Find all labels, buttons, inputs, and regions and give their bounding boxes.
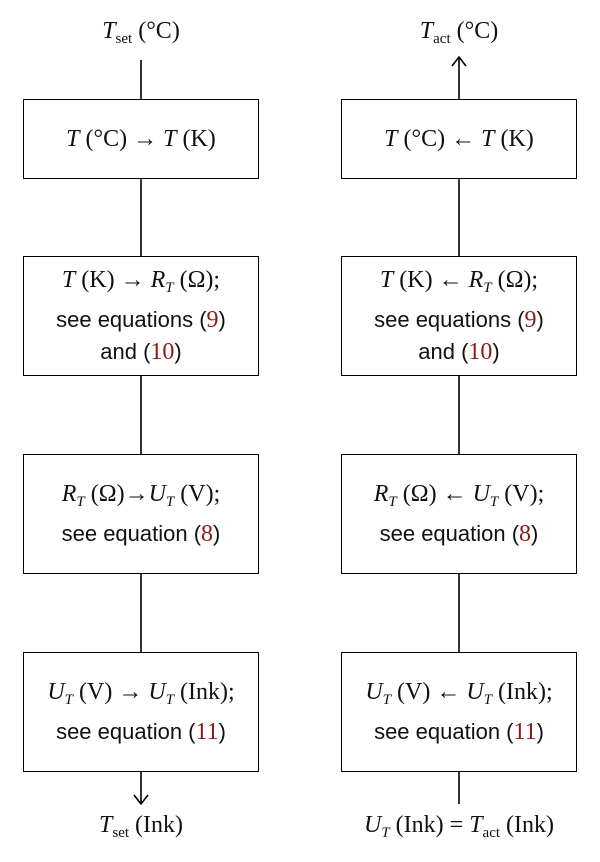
- equation-ref-11[interactable]: 11: [513, 719, 537, 745]
- right-box3-line2: see equation (8): [379, 521, 539, 547]
- right-box4-line2: see equation (11): [374, 719, 544, 745]
- right-box-voltage-to-resistance: RT (Ω) ← UT (V); see equation (8): [341, 454, 577, 574]
- left-box4-line2: see equation (11): [56, 719, 226, 745]
- left-bottom-label: Tset (Ink): [98, 812, 184, 841]
- left-down-arrowhead: [133, 794, 149, 806]
- left-box3-line1: RT (Ω)→UT (V);: [61, 481, 221, 510]
- right-box2-line2: see equations (9): [374, 307, 544, 333]
- left-top-label: Tset (°C): [102, 18, 180, 47]
- left-box-celsius-to-kelvin: T (°C) → T (K): [23, 99, 259, 179]
- right-box2-line1: T (K) ← RT (Ω);: [379, 267, 539, 296]
- left-box2-line1: T (K) → RT (Ω);: [61, 267, 221, 296]
- left-box1-line1: T (°C) → T (K): [66, 126, 216, 152]
- left-box-resistance-to-voltage: RT (Ω)→UT (V); see equation (8): [23, 454, 259, 574]
- right-box4-line1: UT (V) ← UT (Ink);: [365, 679, 553, 708]
- left-box2-line2: see equations (9): [56, 307, 226, 333]
- right-box3-line1: RT (Ω) ← UT (V);: [373, 481, 545, 510]
- right-up-arrowhead: [451, 55, 467, 67]
- equation-ref-10[interactable]: 10: [150, 339, 175, 365]
- left-box-voltage-to-ink: UT (V) → UT (Ink); see equation (11): [23, 652, 259, 772]
- left-box-kelvin-to-resistance: T (K) → RT (Ω); see equations (9) and (1…: [23, 256, 259, 376]
- right-top-label: Tact (°C): [419, 18, 499, 47]
- left-box2-line3: and (10): [100, 339, 182, 365]
- right-box2-line3: and (10): [418, 339, 500, 365]
- right-box-kelvin-to-celsius: T (°C) ← T (K): [341, 99, 577, 179]
- right-bottom-label: UT (Ink) = Tact (Ink): [363, 812, 555, 841]
- left-box3-line2: see equation (8): [61, 521, 221, 547]
- right-box-resistance-to-kelvin: T (K) ← RT (Ω); see equations (9) and (1…: [341, 256, 577, 376]
- left-box4-line1: UT (V) → UT (Ink);: [47, 679, 235, 708]
- equation-ref-8[interactable]: 8: [201, 521, 214, 547]
- equation-ref-11[interactable]: 11: [195, 719, 219, 745]
- right-box-ink-to-voltage: UT (V) ← UT (Ink); see equation (11): [341, 652, 577, 772]
- right-box1-line1: T (°C) ← T (K): [384, 126, 534, 152]
- equation-ref-8[interactable]: 8: [519, 521, 532, 547]
- equation-ref-10[interactable]: 10: [468, 339, 493, 365]
- equation-ref-9[interactable]: 9: [524, 307, 537, 333]
- equation-ref-9[interactable]: 9: [206, 307, 219, 333]
